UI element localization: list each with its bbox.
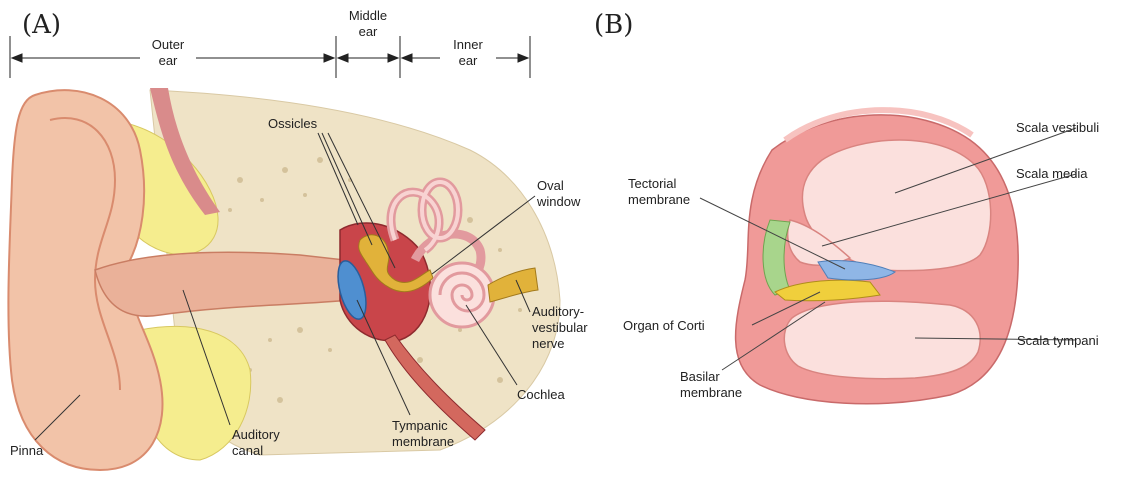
auditory-canal-label: Auditory canal bbox=[232, 427, 280, 459]
ear-anatomy bbox=[8, 88, 560, 470]
cochlea-label: Cochlea bbox=[517, 387, 565, 403]
scala-vestibuli-label: Scala vestibuli bbox=[1016, 120, 1099, 136]
cochlea bbox=[430, 263, 494, 327]
basilar-membrane-label: Basilar membrane bbox=[680, 369, 742, 401]
inner-ear-label: Inner ear bbox=[440, 37, 496, 69]
cochlea-cross-section bbox=[736, 110, 1019, 404]
tympanic-membrane-label: Tympanic membrane bbox=[392, 418, 454, 450]
auditory-vestibular-nerve-label: Auditory- vestibular nerve bbox=[532, 304, 588, 352]
organ-of-corti-label: Organ of Corti bbox=[623, 318, 705, 334]
middle-ear-label: Middle ear bbox=[340, 8, 396, 40]
scala-tympani-chamber bbox=[784, 301, 980, 378]
scala-tympani-label: Scala tympani bbox=[1017, 333, 1099, 349]
oval-window-label: Oval window bbox=[537, 178, 580, 210]
ossicles-label: Ossicles bbox=[268, 116, 317, 132]
outer-ear-label: Outer ear bbox=[140, 37, 196, 69]
scala-media-label: Scala media bbox=[1016, 166, 1088, 182]
pinna-label: Pinna bbox=[10, 443, 43, 459]
tectorial-membrane-label: Tectorial membrane bbox=[628, 176, 690, 208]
